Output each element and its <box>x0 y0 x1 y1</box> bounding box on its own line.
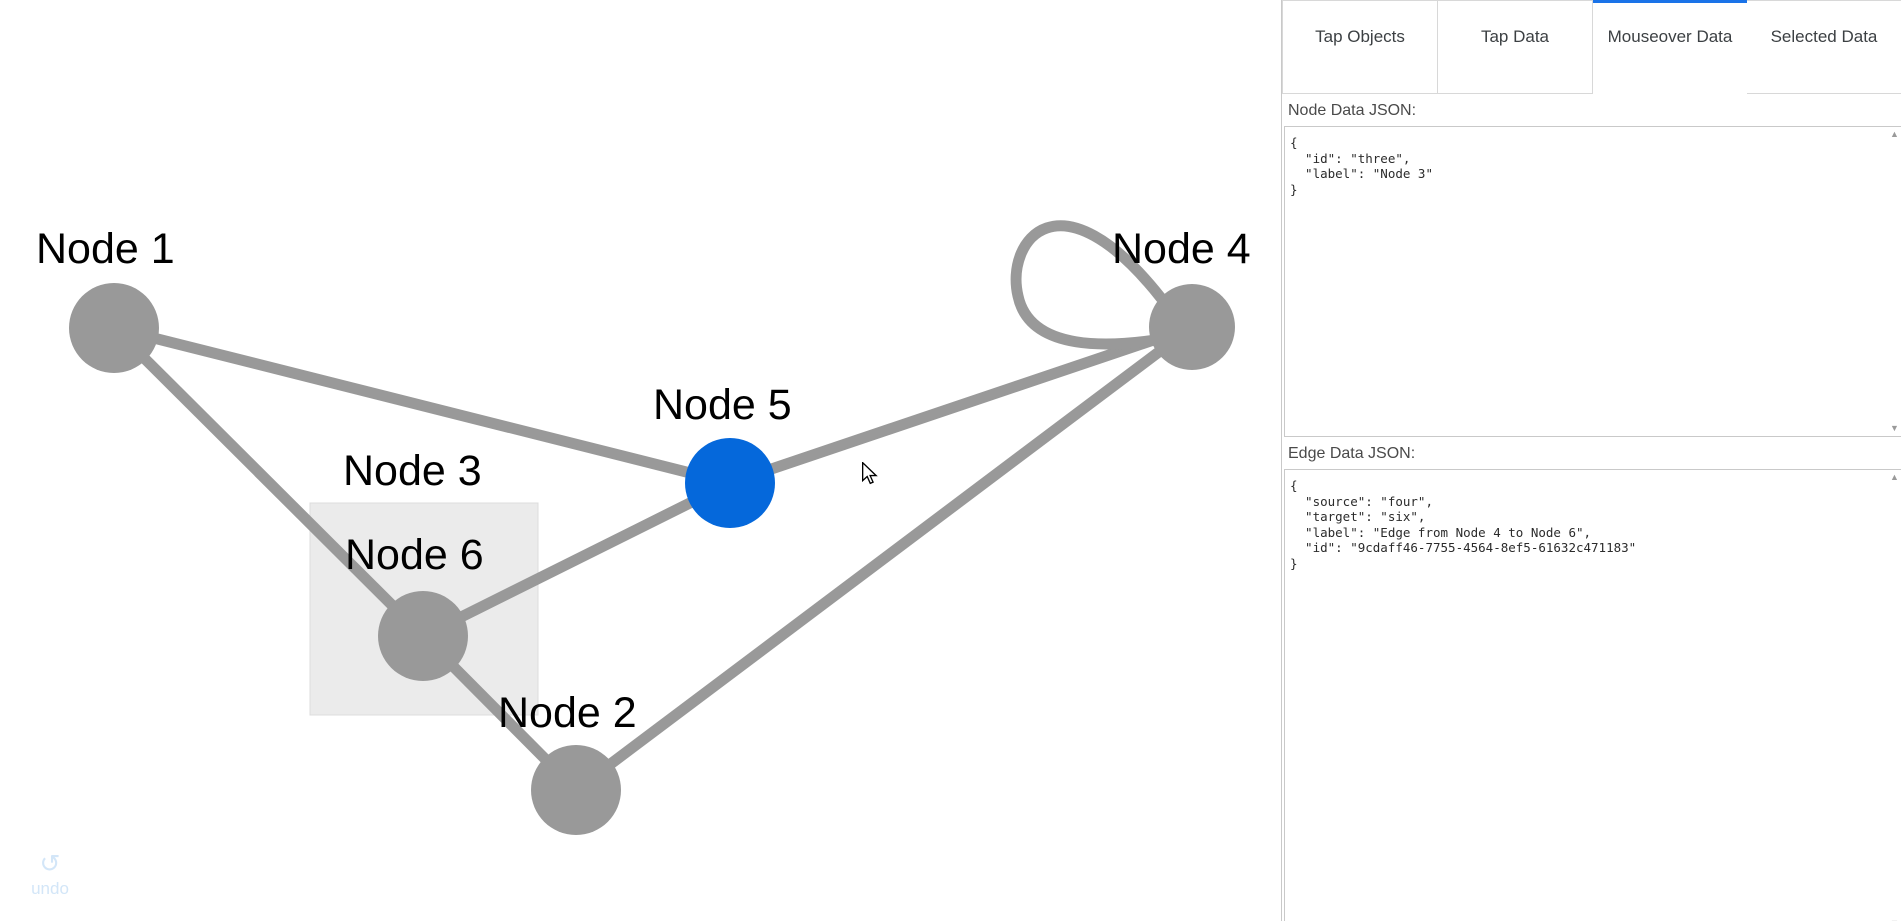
graph-edge-one-six[interactable] <box>110 324 427 640</box>
edge-data-json-label: Edge Data JSON: <box>1288 445 1416 462</box>
undo-button[interactable]: ↺ undo <box>20 851 80 899</box>
graph-edge-five-six[interactable] <box>420 478 733 641</box>
node-json-scroll-down-icon[interactable]: ▼ <box>1890 423 1899 433</box>
graph-node-five[interactable] <box>685 438 775 528</box>
inspector-side-panel: Tap Objects Tap Data Mouseover Data Sele… <box>1281 0 1901 921</box>
edge-json-scroll-up-icon[interactable]: ▲ <box>1890 472 1899 482</box>
graph-canvas-panel[interactable]: Node 1 Node 2 Node 3 Node 4 Node 5 Node … <box>0 0 1281 921</box>
graph-svg[interactable] <box>0 0 1281 921</box>
tab-bar: Tap Objects Tap Data Mouseover Data Sele… <box>1282 0 1901 94</box>
graph-node-one[interactable] <box>69 283 159 373</box>
graph-node-two[interactable] <box>531 745 621 835</box>
edge-data-json-box[interactable]: { "source": "four", "target": "six", "la… <box>1284 469 1901 921</box>
graph-edges <box>110 220 1196 795</box>
edge-data-json-text[interactable]: { "source": "four", "target": "six", "la… <box>1290 478 1637 571</box>
tab-selected-data[interactable]: Selected Data <box>1747 0 1901 94</box>
tab-tap-data[interactable]: Tap Data <box>1438 0 1593 94</box>
graph-edge-four-four-loop[interactable] <box>1010 220 1174 350</box>
graph-edge-one-five[interactable] <box>112 322 732 489</box>
graph-edge-five-four[interactable] <box>728 321 1194 489</box>
tab-mouseover-data[interactable]: Mouseover Data <box>1593 0 1747 94</box>
edge-json-scroll-down-icon[interactable]: ▼ <box>1890 919 1899 921</box>
tab-tap-objects[interactable]: Tap Objects <box>1282 0 1438 94</box>
node-data-json-text[interactable]: { "id": "three", "label": "Node 3" } <box>1290 135 1433 197</box>
graph-nodes <box>69 283 1235 835</box>
undo-label: undo <box>31 879 69 898</box>
undo-arrow-icon: ↺ <box>39 850 61 878</box>
node-data-json-label: Node Data JSON: <box>1288 102 1417 119</box>
node-data-json-box[interactable]: { "id": "three", "label": "Node 3" } ▲ ▼ <box>1284 126 1901 437</box>
node-json-scroll-up-icon[interactable]: ▲ <box>1890 129 1899 139</box>
graph-node-four[interactable] <box>1149 284 1235 370</box>
graph-node-six[interactable] <box>378 591 468 681</box>
graph-edge-two-four[interactable] <box>572 322 1196 795</box>
